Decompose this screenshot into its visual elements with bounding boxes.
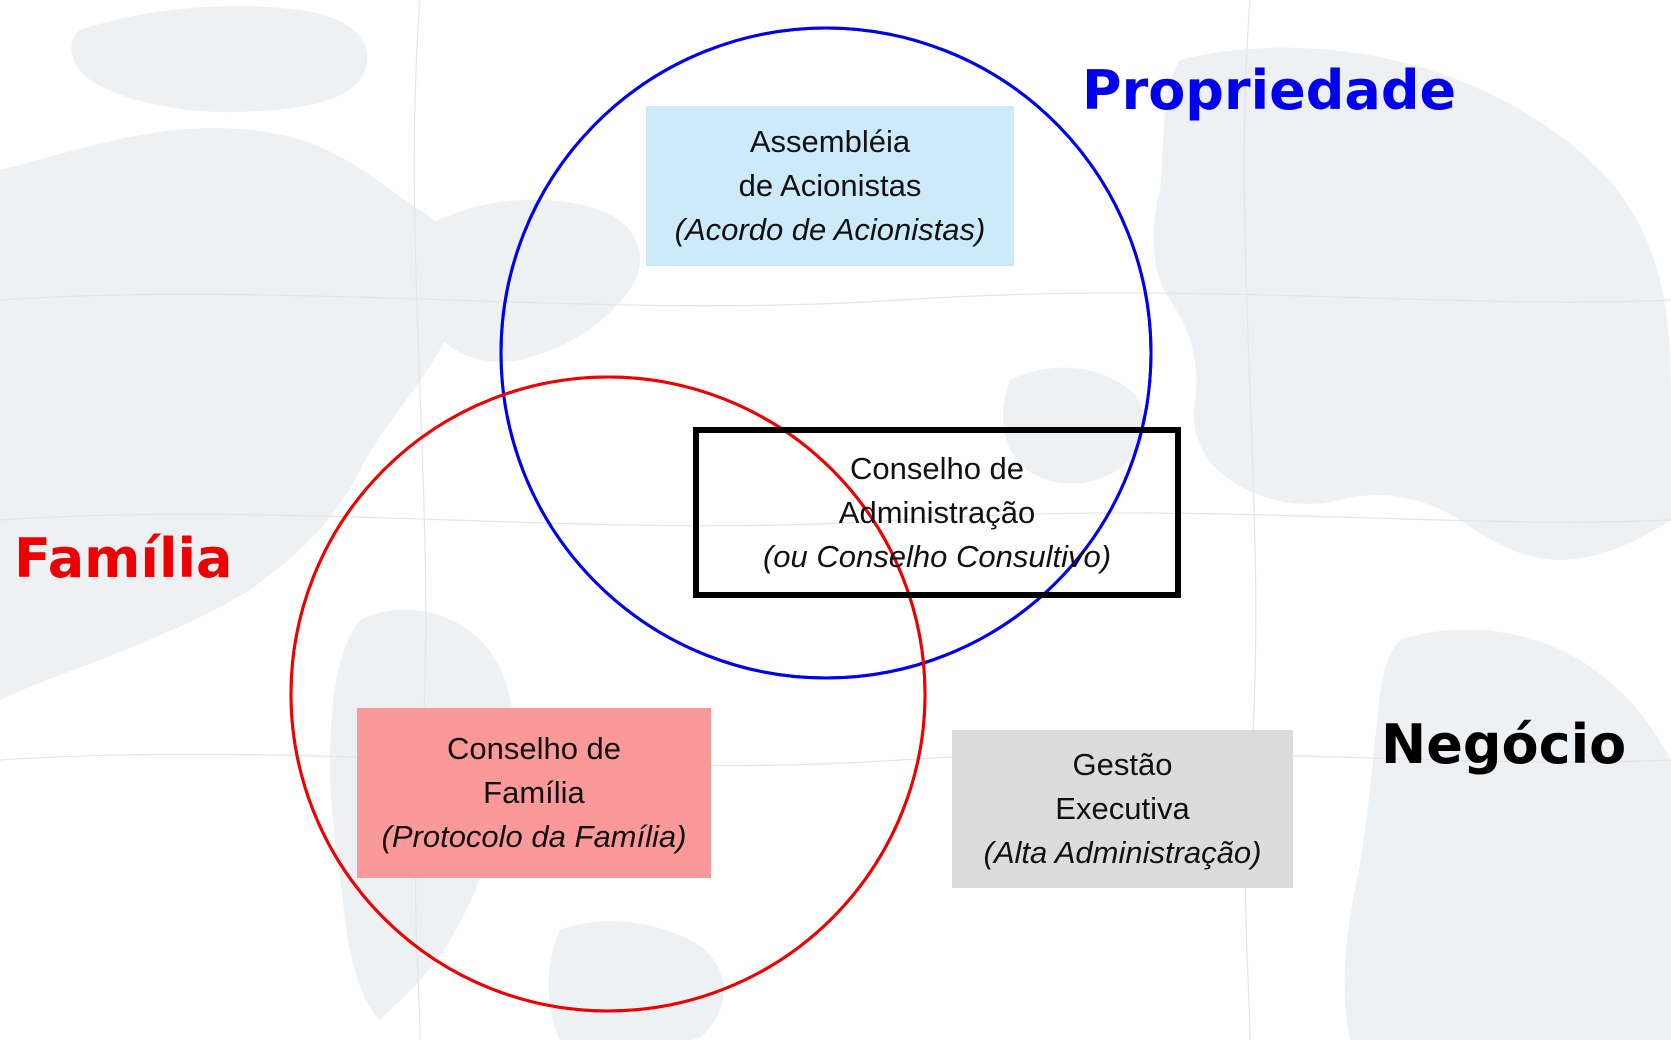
conselho-adm-line3: (ou Conselho Consultivo)	[762, 538, 1112, 574]
assembleia-line2: de Acionistas	[738, 168, 922, 203]
negocio-label: Negócio	[1381, 713, 1627, 776]
conselho-adm-line1: Conselho de	[849, 450, 1025, 486]
assembleia-line1: Assembléia	[749, 124, 911, 159]
familia-label: Família	[14, 527, 233, 590]
propriedade-label: Propriedade	[1082, 59, 1457, 122]
conselho-familia-line3: (Protocolo da Família)	[381, 819, 687, 854]
assembleia-line3: (Acordo de Acionistas)	[674, 212, 986, 247]
assembleia-box: Assembléia de Acionistas (Acordo de Acio…	[646, 106, 1014, 266]
gestao-line3: (Alta Administração)	[983, 835, 1262, 870]
conselho-administracao-box: Conselho de Administração (ou Conselho C…	[693, 427, 1181, 598]
conselho-familia-line2: Família	[483, 775, 585, 810]
gestao-box: Gestão Executiva (Alta Administração)	[952, 730, 1293, 888]
conselho-familia-line1: Conselho de	[446, 731, 622, 766]
gestao-line1: Gestão	[1072, 747, 1173, 782]
conselho-adm-line2: Administração	[838, 494, 1036, 530]
conselho-familia-box: Conselho de Família (Protocolo da Famíli…	[357, 708, 711, 878]
gestao-line2: Executiva	[1055, 791, 1190, 826]
